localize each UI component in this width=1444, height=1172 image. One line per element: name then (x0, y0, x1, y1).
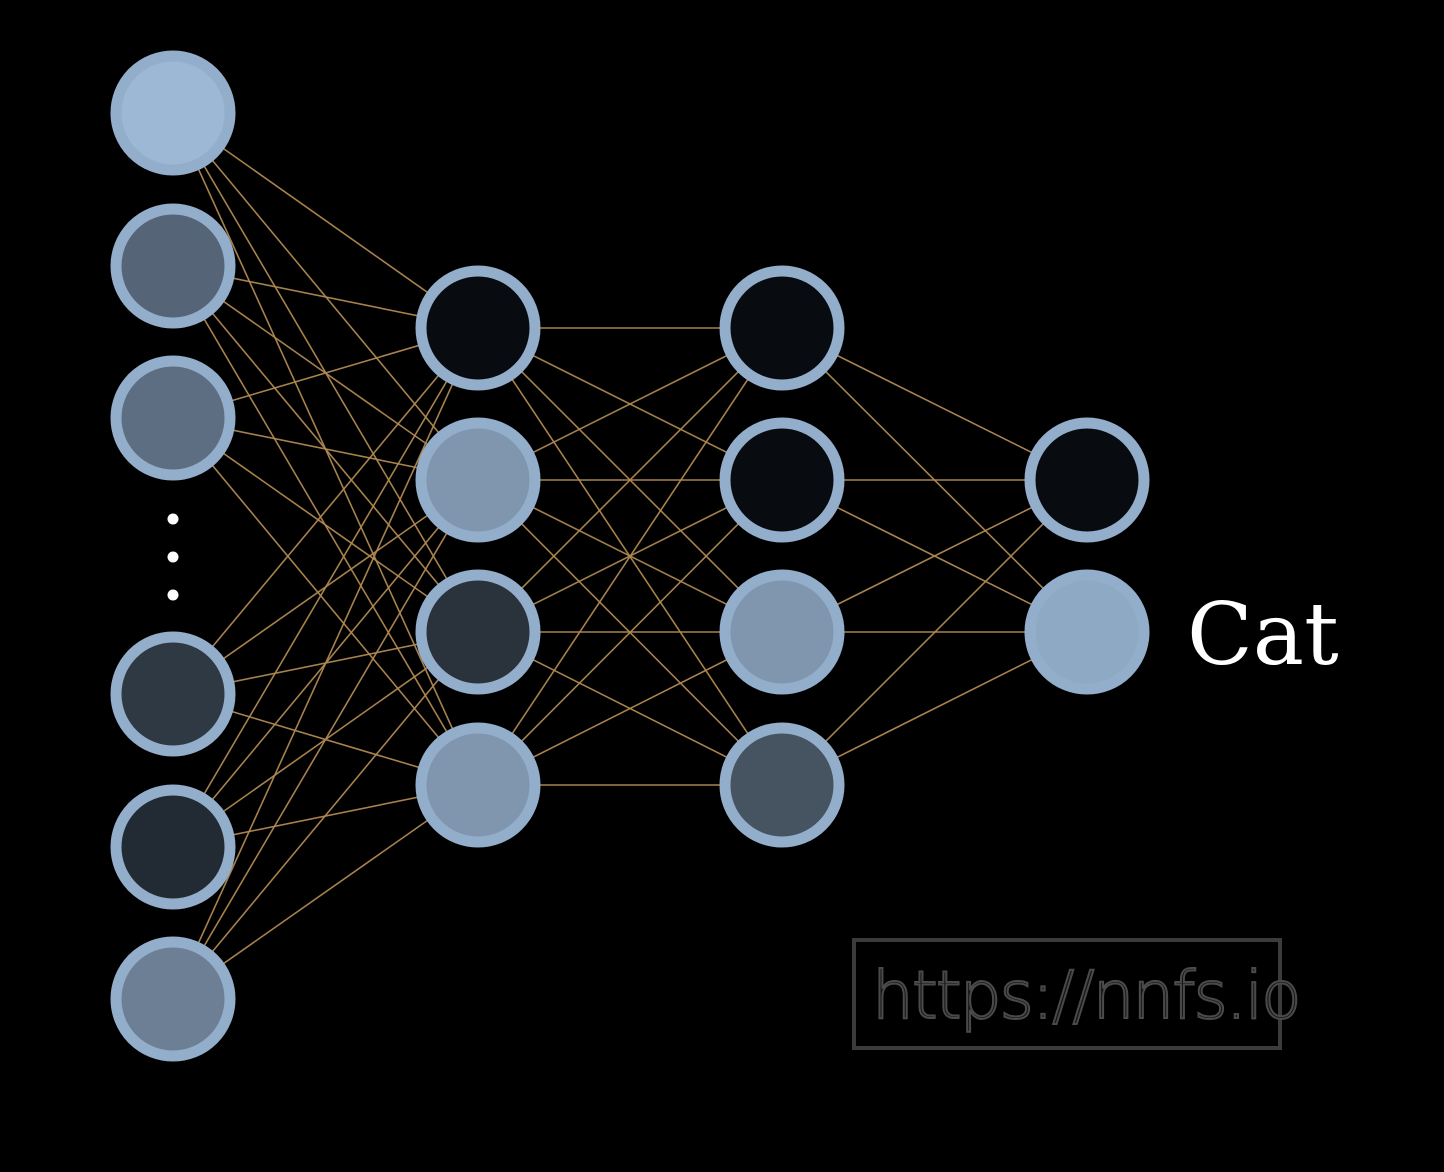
hidden-2-neuron-4 (719, 722, 845, 848)
input-neuron-5 (110, 784, 236, 910)
hidden-1-neuron-2 (415, 417, 541, 543)
watermark: https://nnfs.io (852, 938, 1303, 1050)
connection-input-6-to-hidden-1-1 (172, 327, 479, 1000)
output-neuron-2 (1024, 569, 1150, 695)
output-neuron-1 (1024, 417, 1150, 543)
ellipsis-dot-1 (167, 513, 179, 525)
connection-input-6-to-hidden-1-3 (172, 631, 479, 1000)
connection-input-4-to-hidden-1-1 (172, 327, 479, 695)
connection-input-5-to-hidden-1-1 (172, 327, 479, 848)
input-neuron-1 (110, 50, 236, 176)
hidden-1-neuron-1 (415, 265, 541, 391)
hidden-2-neuron-1 (719, 265, 845, 391)
hidden-1-neuron-3 (415, 569, 541, 695)
neurons (110, 50, 1150, 1062)
hidden-2-neuron-3 (719, 569, 845, 695)
connection-hidden-1-3-to-hidden-2-1 (477, 327, 783, 633)
connection-input-6-to-hidden-1-2 (172, 479, 479, 1000)
watermark-box (852, 938, 1282, 1050)
connection-input-3-to-hidden-1-4 (172, 417, 479, 786)
output-label: Cat (1187, 585, 1339, 685)
connection-hidden-1-4-to-hidden-2-2 (477, 479, 783, 786)
input-neuron-3 (110, 355, 236, 481)
connection-hidden-1-4-to-hidden-2-1 (477, 327, 783, 786)
input-neuron-2 (110, 203, 236, 329)
ellipsis-dot-3 (167, 589, 179, 601)
ellipsis-dot-2 (167, 551, 179, 563)
connection-hidden-2-4-to-output-1 (781, 479, 1088, 786)
connections (172, 112, 1088, 1000)
ellipsis-dots (167, 513, 179, 601)
hidden-2-neuron-2 (719, 417, 845, 543)
hidden-1-neuron-4 (415, 722, 541, 848)
watermark-text: https://nnfs.io (872, 957, 1300, 1034)
input-neuron-6 (110, 936, 236, 1062)
input-neuron-4 (110, 631, 236, 757)
